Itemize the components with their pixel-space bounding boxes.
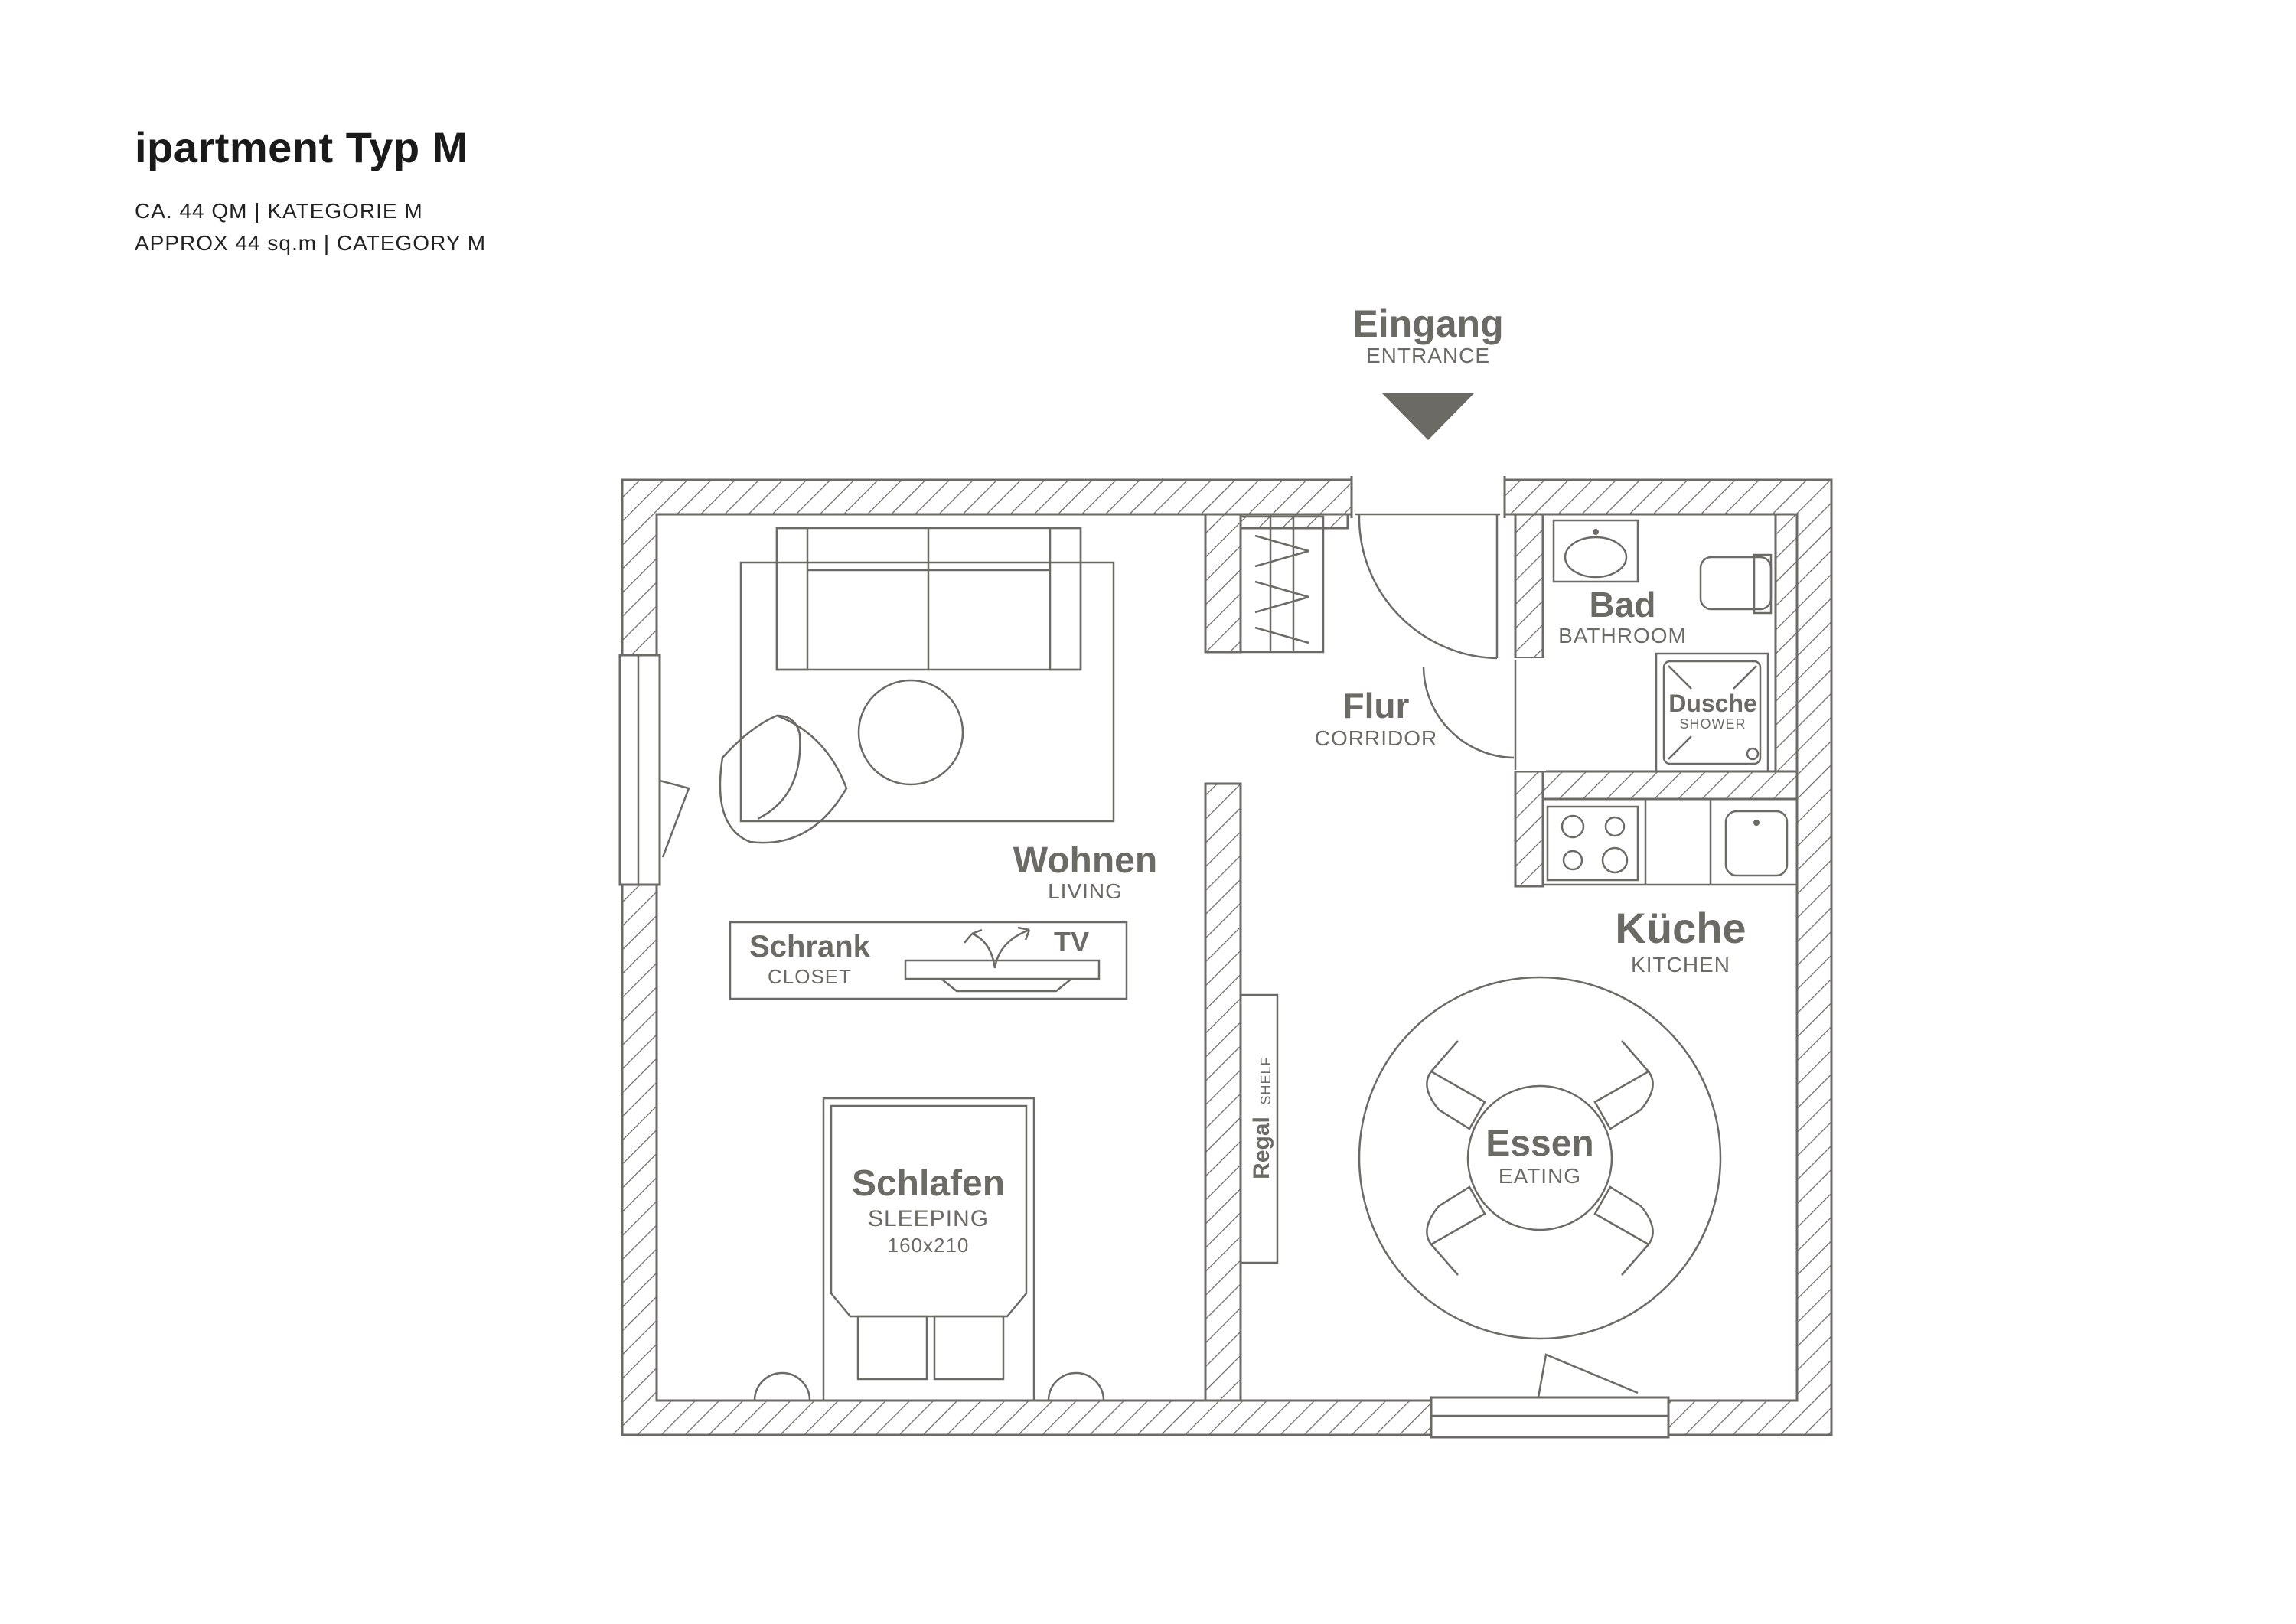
entrance-marker: Eingang ENTRANCE — [1352, 302, 1504, 440]
wardrobe — [1239, 515, 1325, 654]
living-furniture — [719, 527, 1115, 844]
bathroom-label: Bad — [1590, 585, 1656, 624]
kitchen-counter — [1541, 797, 1799, 886]
entrance-arrow-icon — [1382, 393, 1474, 440]
bathroom-fixtures: Dusche SHOWER — [1552, 519, 1773, 773]
tv-swivel-icon — [964, 926, 1031, 969]
armchair — [719, 714, 848, 844]
entrance-label: Eingang — [1352, 302, 1503, 345]
stove — [1546, 805, 1639, 882]
tv-label: TV — [1054, 926, 1089, 957]
shower-sub-label: SHOWER — [1680, 716, 1746, 732]
shower-tray — [1655, 652, 1769, 773]
interior-walls — [1204, 513, 1799, 1402]
bed-size-label: 160x210 — [888, 1234, 970, 1257]
toilet — [1699, 556, 1773, 611]
area-category-de: CA. 44 QM | KATEGORIE M — [135, 199, 423, 223]
kitchen-label: Küche — [1615, 904, 1746, 952]
bathroom-door — [1422, 658, 1546, 771]
closet-tv-unit: Schrank CLOSET TV — [729, 921, 1128, 1000]
entrance-sub-label: ENTRANCE — [1366, 344, 1490, 367]
bathroom-sub-label: BATHROOM — [1558, 624, 1687, 647]
shelf: Regal SHELF — [1239, 993, 1279, 1264]
living-window — [618, 654, 690, 886]
sleeping-sub-label: SLEEPING — [868, 1206, 989, 1231]
dining-table — [1466, 1084, 1613, 1231]
area-category-en: APPROX 44 sq.m | CATEGORY M — [135, 231, 487, 255]
corridor-sub-label: CORRIDOR — [1315, 726, 1437, 750]
page-title: ipartment Typ M — [135, 123, 468, 171]
bed: Schlafen SLEEPING 160x210 — [753, 1097, 1105, 1402]
eating-sub-label: EATING — [1499, 1164, 1581, 1188]
eating-label: Essen — [1486, 1123, 1593, 1164]
living-label: Wohnen — [1013, 840, 1157, 881]
shower-label: Dusche — [1668, 690, 1757, 717]
kitchen-sub-label: KITCHEN — [1631, 953, 1730, 977]
room-labels: Bad BATHROOM Flur CORRIDOR Wohnen LIVING… — [1013, 585, 1746, 977]
sleeping-label: Schlafen — [852, 1163, 1005, 1204]
closet-sub-label: CLOSET — [768, 965, 852, 988]
shelf-label: Regal — [1249, 1117, 1274, 1179]
corridor-label: Flur — [1343, 686, 1410, 726]
living-sub-label: LIVING — [1048, 879, 1123, 903]
kitchen-sink — [1724, 810, 1789, 877]
coffee-table — [857, 679, 964, 786]
kitchen-window — [1430, 1353, 1670, 1439]
closet-label: Schrank — [749, 930, 871, 964]
dining-area: Essen EATING — [1358, 976, 1722, 1340]
shelf-sub-label: SHELF — [1258, 1056, 1274, 1104]
dining-rug — [1358, 976, 1722, 1340]
plan-header: ipartment Typ M CA. 44 QM | KATEGORIE M … — [135, 122, 486, 259]
entrance-door — [1350, 476, 1506, 660]
